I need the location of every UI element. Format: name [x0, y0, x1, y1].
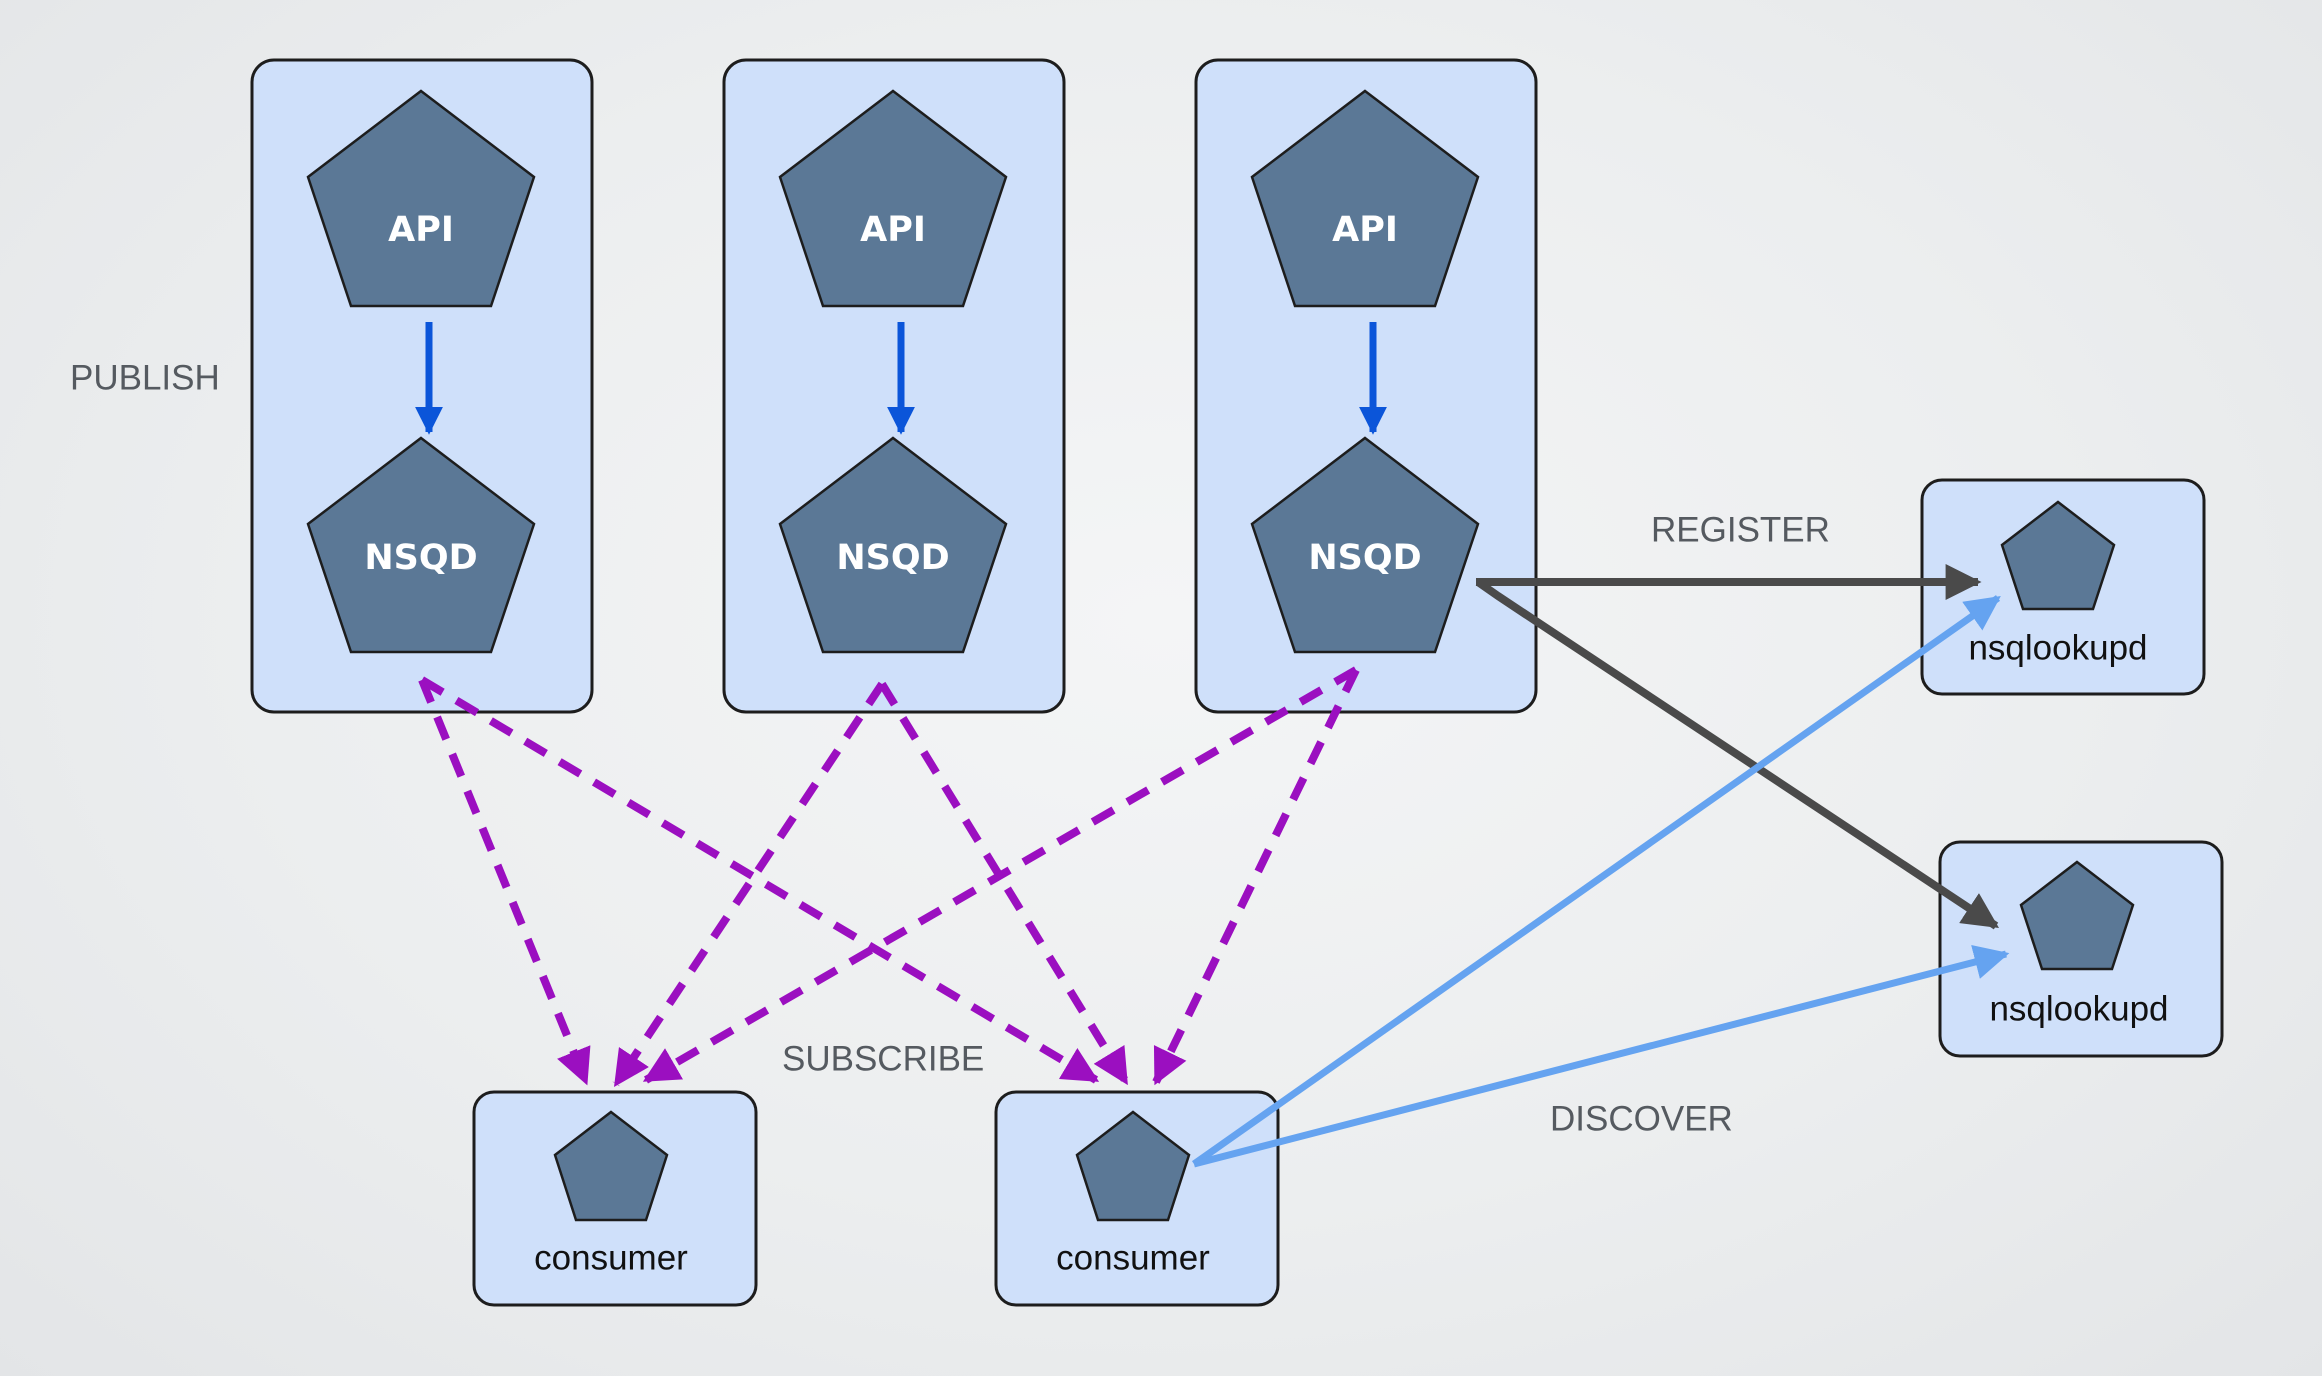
consumer-group-2: consumer: [994, 1090, 1280, 1307]
api-pentagon-icon: [778, 89, 1008, 308]
api-label: API: [860, 210, 926, 250]
node-group-2: API NSQD: [722, 58, 1066, 714]
publish-label: PUBLISH: [70, 359, 220, 398]
nsqlookupd-group-2: nsqlookupd: [1938, 840, 2224, 1058]
consumer-group-1: consumer: [472, 1090, 758, 1307]
nsqd-label: NSQD: [1308, 538, 1421, 578]
nsqlookupd-group-1: nsqlookupd: [1920, 478, 2206, 696]
api-label: API: [388, 210, 454, 250]
consumer-pentagon-icon: [1075, 1110, 1191, 1222]
nsqd-pentagon-icon: [778, 436, 1008, 654]
discover-arrows: [1191, 595, 2010, 1168]
nsqd-pentagon-icon: [306, 436, 536, 654]
consumer-label: consumer: [1056, 1239, 1210, 1278]
register-label: REGISTER: [1651, 511, 1830, 550]
api-pentagon-icon: [306, 89, 536, 308]
subscribe-label: SUBSCRIBE: [782, 1040, 984, 1079]
nsqlookupd-pentagon-icon: [2019, 860, 2135, 971]
nsqd-pentagon-icon: [1250, 436, 1480, 654]
nsqlookupd-label: nsqlookupd: [1968, 629, 2147, 668]
consumer-label: consumer: [534, 1239, 688, 1278]
api-pentagon-icon: [1250, 89, 1480, 308]
subscribe-arrows: [418, 666, 1360, 1087]
subscribe-arrow: [419, 676, 1100, 1084]
nsqd-label: NSQD: [836, 538, 949, 578]
discover-arrow: [1191, 595, 2001, 1167]
consumer-pentagon-icon: [553, 1110, 669, 1222]
nsqlookupd-pentagon-icon: [2000, 500, 2116, 611]
nsqlookupd-label: nsqlookupd: [1989, 990, 2168, 1029]
api-label: API: [1332, 210, 1398, 250]
subscribe-arrow: [878, 681, 1130, 1086]
subscribe-arrow: [418, 678, 591, 1086]
subscribe-arrow: [1152, 668, 1360, 1086]
register-arrows: [1475, 564, 2000, 930]
discover-arrow: [1193, 944, 2010, 1168]
discover-label: DISCOVER: [1550, 1100, 1733, 1139]
subscribe-arrow: [612, 681, 886, 1087]
node-group-3: API NSQD: [1194, 58, 1538, 714]
subscribe-arrow: [642, 666, 1359, 1084]
register-arrow: [1475, 578, 2000, 930]
node-group-1: API NSQD: [250, 58, 594, 714]
nsqd-label: NSQD: [364, 538, 477, 578]
